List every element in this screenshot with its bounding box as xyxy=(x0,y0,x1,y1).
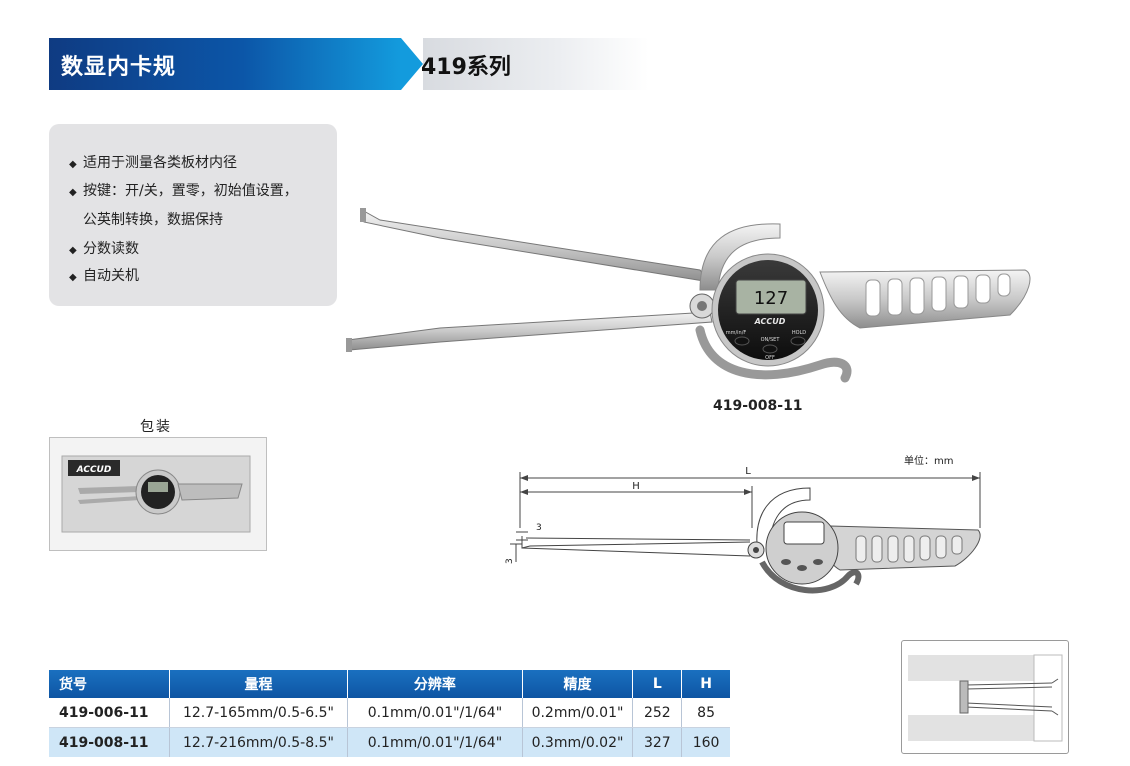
detail-inset xyxy=(901,640,1069,754)
cell-accuracy: 0.2mm/0.01" xyxy=(522,698,634,728)
table-row: 419-006-11 12.7-165mm/0.5-6.5" 0.1mm/0.0… xyxy=(49,698,730,728)
svg-text:OFF: OFF xyxy=(765,355,775,361)
package-label: 包装 xyxy=(140,419,172,435)
package-brand: ACCUD xyxy=(76,465,112,475)
diamond-bullet-icon: ◆ xyxy=(69,245,77,256)
svg-text:H: H xyxy=(632,481,640,492)
brand-logo: ACCUD xyxy=(754,317,786,326)
banner-arrow xyxy=(401,38,423,90)
table-row: 419-008-11 12.7-216mm/0.5-8.5" 0.1mm/0.0… xyxy=(49,727,730,757)
series-title: 419系列 xyxy=(421,55,511,80)
feature-item-continued: 公英制转换，数据保持 xyxy=(83,212,223,228)
diamond-bullet-icon: ◆ xyxy=(69,272,77,283)
feature-item: ◆按键：开/关，置零，初始值设置， xyxy=(69,183,298,199)
svg-text:3: 3 xyxy=(505,558,515,564)
cell-H: 160 xyxy=(681,727,730,757)
lcd-display: 127 xyxy=(754,288,788,309)
diamond-bullet-icon: ◆ xyxy=(69,187,77,198)
cell-accuracy: 0.3mm/0.02" xyxy=(522,727,634,757)
feature-item: ◆适用于测量各类板材内径 xyxy=(69,155,237,171)
diamond-bullet-icon: ◆ xyxy=(69,159,77,170)
cell-range: 12.7-165mm/0.5-6.5" xyxy=(169,698,349,728)
model-label: 419-008-11 xyxy=(713,398,803,414)
svg-text:3: 3 xyxy=(536,523,542,533)
header-banner: 数显内卡规 419系列 xyxy=(49,38,649,90)
col-header-H: H xyxy=(681,670,730,698)
unit-label: 单位：mm xyxy=(904,456,954,467)
col-header-resolution: 分辨率 xyxy=(347,670,523,698)
spec-table: 货号 量程 分辨率 精度 L H 419-006-11 12.7-165mm/0… xyxy=(49,670,730,757)
banner-blue-band xyxy=(49,38,401,90)
cell-L: 252 xyxy=(632,698,683,728)
col-header-accuracy: 精度 xyxy=(522,670,634,698)
col-header-code: 货号 xyxy=(49,670,170,698)
cell-code: 419-006-11 xyxy=(49,698,170,728)
svg-text:mm/in/F: mm/in/F xyxy=(726,330,747,336)
cell-H: 85 xyxy=(681,698,730,728)
cell-L: 327 xyxy=(632,727,683,757)
feature-item: ◆分数读数 xyxy=(69,241,139,257)
svg-text:HOLD: HOLD xyxy=(792,330,806,336)
page-title: 数显内卡规 xyxy=(61,55,177,80)
svg-text:L: L xyxy=(745,466,751,477)
banner-gray-band xyxy=(423,38,649,90)
dimension-drawing: L H 3 3 xyxy=(505,466,981,594)
features-panel: ◆适用于测量各类板材内径 ◆按键：开/关，置零，初始值设置， 公英制转换，数据保… xyxy=(49,124,337,306)
cell-code: 419-008-11 xyxy=(49,727,170,757)
product-photo: 127 ACCUD mm/in/F ON/SET HOLD OFF xyxy=(346,208,1031,383)
package-photo: ACCUD xyxy=(49,437,267,551)
col-header-L: L xyxy=(632,670,683,698)
cell-resolution: 0.1mm/0.01"/1/64" xyxy=(347,698,523,728)
feature-item: ◆自动关机 xyxy=(69,268,139,284)
svg-text:ON/SET: ON/SET xyxy=(761,337,781,343)
table-header-row: 货号 量程 分辨率 精度 L H xyxy=(49,670,730,698)
cell-resolution: 0.1mm/0.01"/1/64" xyxy=(347,727,523,757)
col-header-range: 量程 xyxy=(169,670,349,698)
cell-range: 12.7-216mm/0.5-8.5" xyxy=(169,727,349,757)
